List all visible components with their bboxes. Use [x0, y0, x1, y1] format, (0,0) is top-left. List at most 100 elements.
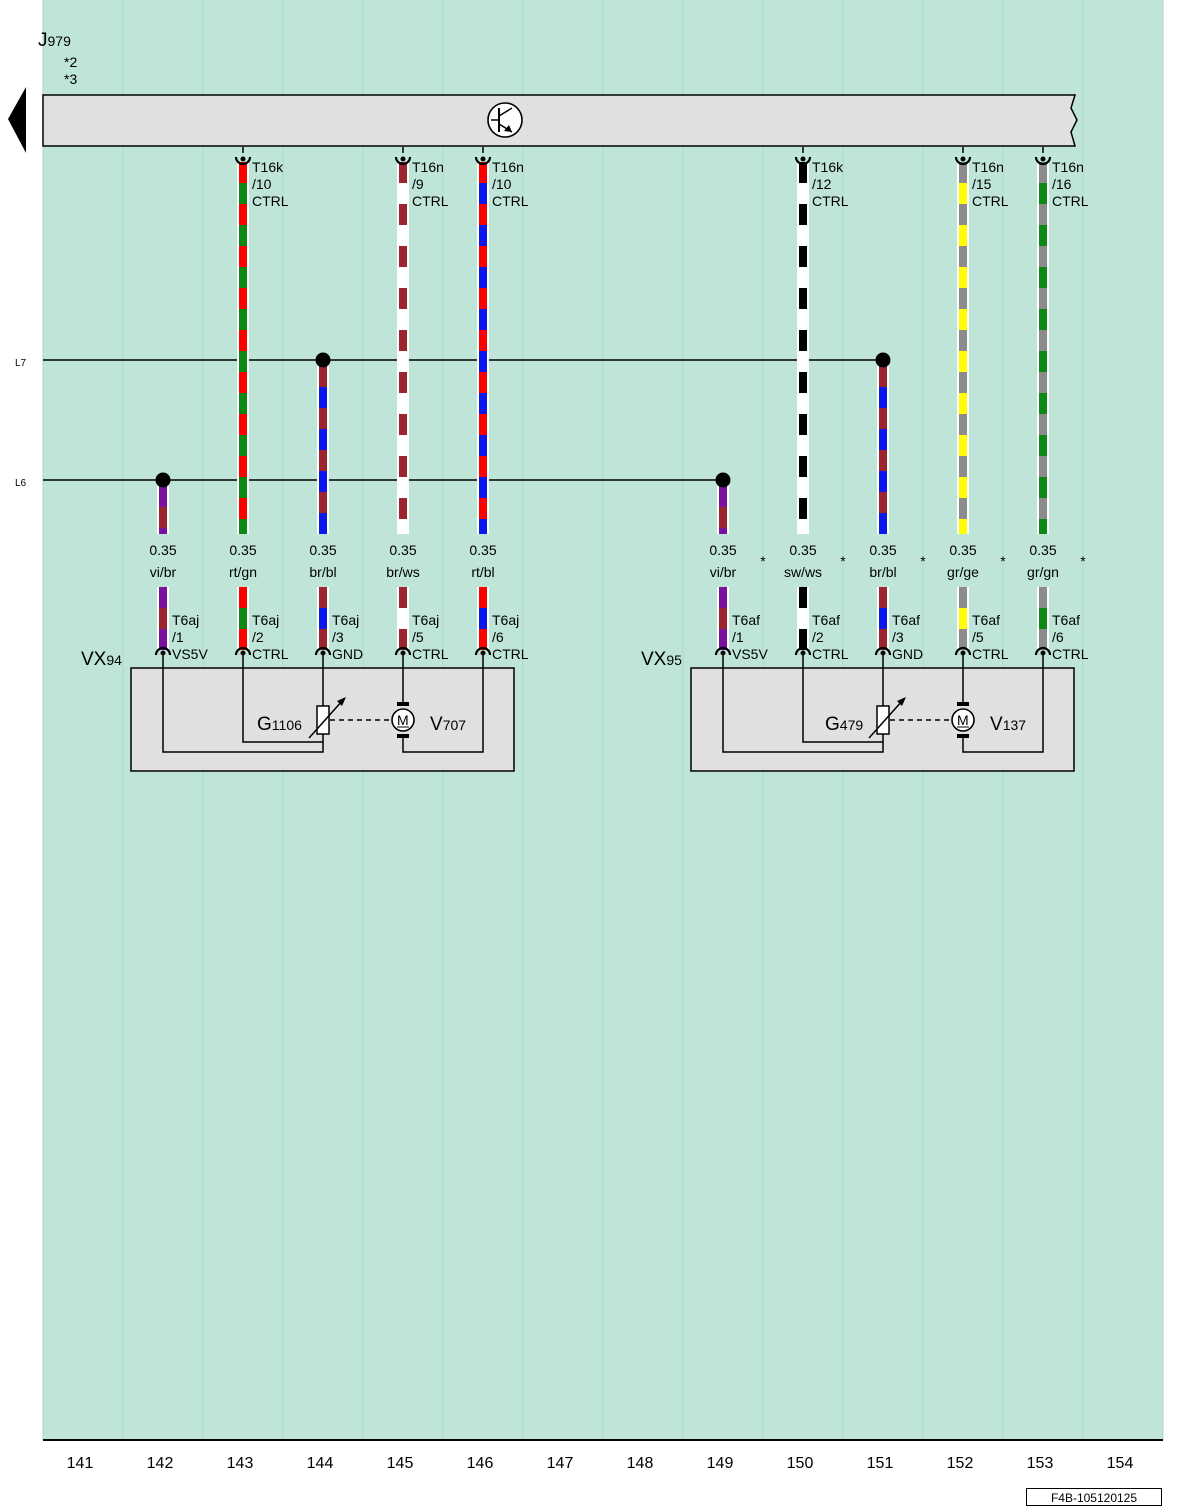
control-unit-arrow [8, 87, 26, 153]
wire-size-144: 0.35 [309, 542, 336, 558]
module-pin-151: /3 [892, 629, 904, 645]
wire-note-152: * [1000, 553, 1006, 569]
wire-color-144: br/bl [309, 564, 336, 580]
wire-size-143: 0.35 [229, 542, 256, 558]
module-pin-149: /1 [732, 629, 744, 645]
module-signal-151: GND [892, 646, 923, 662]
connector-top-146 [474, 156, 492, 166]
wire-note-153: * [1080, 553, 1086, 569]
splice-point-149 [715, 472, 731, 488]
module-pin-150: /2 [812, 629, 824, 645]
top-pin-145: /9 [412, 176, 424, 192]
component-label-j979: J979 [38, 30, 71, 51]
potentiometer-g1106-icon [308, 697, 346, 739]
labels-layer: 0.35vi/br0.35rt/gn0.35br/bl0.35br/ws0.35… [149, 159, 1088, 662]
connector-module-149 [714, 646, 732, 656]
connector-top-152 [954, 156, 972, 166]
svg-text:M: M [957, 712, 969, 728]
module-pin-146: /6 [492, 629, 504, 645]
module-signal-142: VS5V [172, 646, 208, 662]
connector-module-146 [474, 646, 492, 656]
module-connector-145: T6aj [412, 612, 439, 628]
wire-151 [877, 366, 889, 534]
wire-143 [237, 162, 249, 534]
column-number: 144 [307, 1455, 334, 1472]
module-pin-144: /3 [332, 629, 344, 645]
sensor-label-g1106: G1106 [257, 714, 302, 735]
top-connector-152: T16n [972, 159, 1004, 175]
module-connector-151: T6af [892, 612, 920, 628]
wire-150 [797, 162, 809, 534]
column-number: 148 [627, 1455, 654, 1472]
module-signal-152: CTRL [972, 646, 1009, 662]
module-vx95: VX95 M G479 V137 [641, 649, 1075, 772]
wire-153 [1037, 162, 1049, 534]
wire-note-150: * [840, 553, 846, 569]
top-connector-150: T16k [812, 159, 844, 175]
wire-color-151: br/bl [869, 564, 896, 580]
connector-module-144 [314, 646, 332, 656]
motor-label-v137: V137 [990, 714, 1026, 735]
document-id: F4B-105120125 [1026, 1488, 1162, 1506]
wires-layer [154, 147, 1052, 656]
wire-lower-153 [1037, 587, 1049, 650]
wire-note-151: * [920, 553, 926, 569]
connector-module-151 [874, 646, 892, 656]
splice-point-144 [315, 352, 331, 368]
wire-142 [157, 486, 169, 534]
footnote-2: *2 [64, 54, 77, 70]
top-connector-153: T16n [1052, 159, 1084, 175]
top-signal-145: CTRL [412, 193, 449, 209]
column-number: 146 [467, 1455, 494, 1472]
connector-top-145 [394, 156, 412, 166]
module-signal-153: CTRL [1052, 646, 1089, 662]
wire-color-145: br/ws [386, 564, 419, 580]
connector-module-152 [954, 646, 972, 656]
wire-color-143: rt/gn [229, 564, 257, 580]
top-signal-143: CTRL [252, 193, 289, 209]
top-pin-150: /12 [812, 176, 832, 192]
wire-color-153: gr/gn [1027, 564, 1059, 580]
module-pin-153: /6 [1052, 629, 1064, 645]
wire-note-149: * [760, 553, 766, 569]
motor-label-v707: V707 [430, 714, 466, 735]
wire-lower-142 [157, 587, 169, 650]
top-connector-143: T16k [252, 159, 284, 175]
module-signal-149: VS5V [732, 646, 768, 662]
wire-size-142: 0.35 [149, 542, 176, 558]
module-label-vx94: VX94 [81, 649, 122, 670]
transistor-symbol-icon [487, 102, 523, 138]
wire-color-150: sw/ws [784, 564, 822, 580]
column-number: 150 [787, 1455, 814, 1472]
column-number: 143 [227, 1455, 254, 1472]
module-pin-152: /5 [972, 629, 984, 645]
wire-size-150: 0.35 [789, 542, 816, 558]
wire-lower-144 [317, 587, 329, 650]
wire-lower-150 [797, 587, 809, 650]
top-signal-153: CTRL [1052, 193, 1089, 209]
top-connector-146: T16n [492, 159, 524, 175]
svg-text:M: M [397, 712, 409, 728]
splice-point-151 [875, 352, 891, 368]
potentiometer-g479-icon [868, 697, 906, 739]
column-number: 154 [1107, 1455, 1134, 1472]
module-connector-149: T6af [732, 612, 760, 628]
wire-size-145: 0.35 [389, 542, 416, 558]
module-connector-150: T6af [812, 612, 840, 628]
wire-152 [957, 162, 969, 534]
splice-point-142 [155, 472, 171, 488]
column-number: 145 [387, 1455, 414, 1472]
column-number: 147 [547, 1455, 574, 1472]
connector-module-145 [394, 646, 412, 656]
connector-module-143 [234, 646, 252, 656]
module-label-vx95: VX95 [641, 649, 682, 670]
column-number: 149 [707, 1455, 734, 1472]
sensor-label-g479: G479 [825, 714, 863, 735]
top-pin-153: /16 [1052, 176, 1072, 192]
wire-149 [717, 486, 729, 534]
wire-145 [397, 162, 409, 534]
wire-size-152: 0.35 [949, 542, 976, 558]
connector-module-142 [154, 646, 172, 656]
